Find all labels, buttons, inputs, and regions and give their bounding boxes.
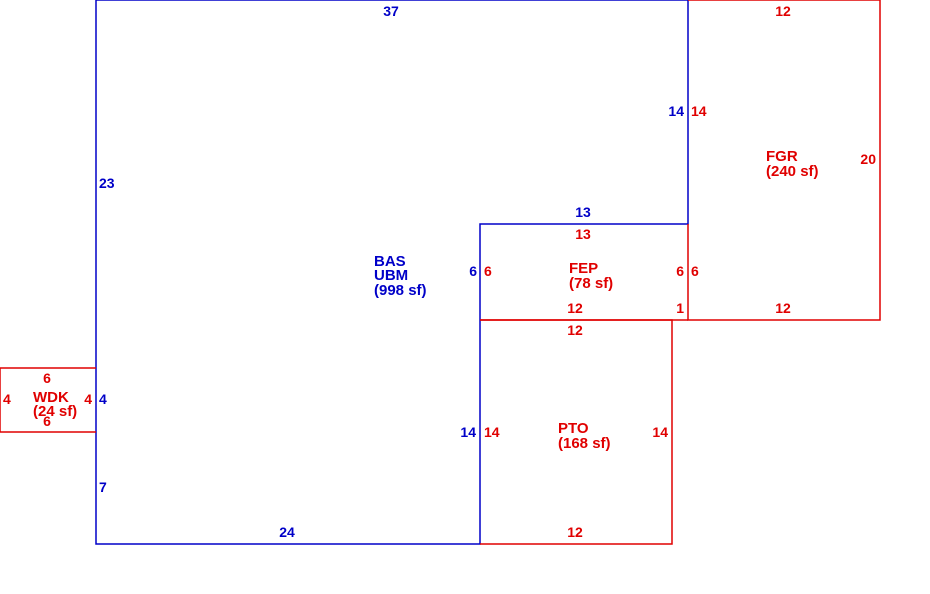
bas-code: BAS	[374, 253, 406, 270]
fgr-dim-top: 12	[775, 3, 791, 19]
fgr-dim-fep-side: 6	[691, 263, 699, 279]
wdk-area: (24 sf)	[33, 403, 77, 420]
bas-dim-top: 37	[383, 3, 399, 19]
fep-dim-right: 6	[676, 263, 684, 279]
fep-code: FEP	[569, 260, 598, 277]
bas-area: (998 sf)	[374, 282, 427, 299]
fep-dim-bottom: 12	[567, 300, 583, 316]
fep-dim-notch: 1	[676, 300, 684, 316]
fgr-dim-bottom: 12	[775, 300, 791, 316]
bas-dim-left-wdk: 4	[99, 391, 107, 407]
fep-area: (78 sf)	[569, 275, 613, 292]
pto-dim-left: 14	[484, 424, 500, 440]
wdk-dim-right: 4	[84, 391, 92, 407]
fgr-outline	[687, 0, 881, 321]
wdk-code: WDK	[33, 389, 69, 406]
pto-dim-top: 12	[567, 322, 583, 338]
bas-dim-pto-side: 14	[460, 424, 476, 440]
bas-dim-left-upper: 23	[99, 175, 115, 191]
fep-dim-top: 13	[575, 226, 591, 242]
bas-outline	[95, 0, 689, 545]
pto-outline	[480, 319, 673, 545]
wdk-dim-left: 4	[3, 391, 11, 407]
bas-dim-left-lower: 7	[99, 479, 107, 495]
wdk-dim-top: 6	[43, 370, 51, 386]
pto-dim-right: 14	[652, 424, 668, 440]
bas-dim-fgr-side: 14	[668, 103, 684, 119]
pto-area: (168 sf)	[558, 435, 611, 452]
fgr-dim-right: 20	[860, 151, 876, 167]
fgr-area: (240 sf)	[766, 163, 819, 180]
pto-code: PTO	[558, 420, 589, 437]
wdk-dim-bottom: 6	[43, 413, 51, 429]
fgr-dim-left: 14	[691, 103, 707, 119]
fgr-code: FGR	[766, 148, 798, 165]
bas-subcode: UBM	[374, 267, 408, 284]
bas-dim-fep-top: 13	[575, 204, 591, 220]
pto-dim-bottom: 12	[567, 524, 583, 540]
wdk-outline	[0, 367, 96, 433]
fep-dim-left: 6	[484, 263, 492, 279]
bas-dim-fep-side: 6	[469, 263, 477, 279]
bas-dim-bottom: 24	[279, 524, 295, 540]
